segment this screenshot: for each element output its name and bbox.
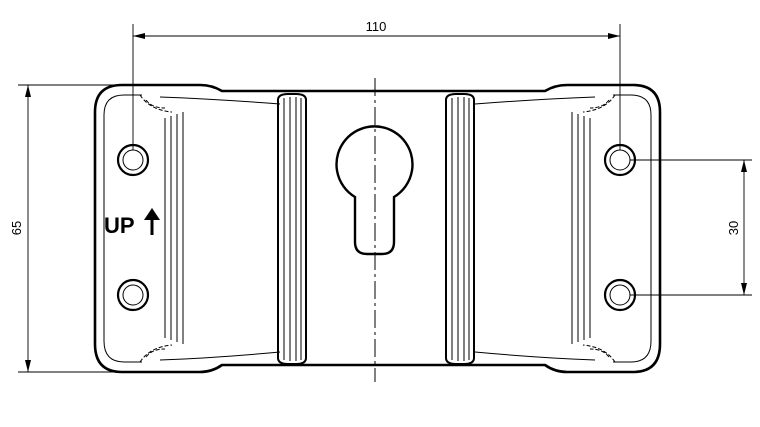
plate-outline (93, 83, 662, 374)
width-arrow-right (608, 33, 620, 39)
plate-outer-edge (93, 83, 662, 374)
left-corner-detail (139, 94, 173, 363)
cylinder-cutout-outline (335, 125, 414, 256)
left-channel-ridges (283, 97, 302, 361)
right-channel-ridges (451, 97, 470, 361)
hole-spacing-dimension: 30 (630, 159, 752, 296)
right-channel (445, 93, 475, 365)
spacing-arrow-top (741, 160, 747, 172)
width-dimension: 110 (132, 19, 621, 150)
plate-top-bevel (159, 96, 596, 361)
height-arrow-top (25, 85, 31, 97)
hole-spacing-label: 30 (726, 221, 741, 235)
width-dimension-label: 110 (366, 19, 387, 34)
up-label: UP (104, 213, 135, 238)
up-marking: UP (104, 208, 160, 238)
right-channel-outline (445, 93, 475, 365)
left-rib-group (139, 94, 184, 363)
up-arrow-icon (144, 208, 160, 235)
cylinder-cutout (335, 125, 414, 256)
plate-inner-edge (103, 94, 652, 363)
height-dimension-label: 65 (9, 221, 24, 235)
right-corner-detail (582, 94, 616, 363)
height-arrow-bottom (25, 360, 31, 372)
left-rib-lines (164, 112, 184, 344)
spacing-arrow-bottom (741, 283, 747, 295)
left-channel-outline (277, 93, 307, 365)
mounting-hole-bottom-left (116, 278, 150, 312)
right-rib-lines (571, 112, 591, 344)
left-channel (277, 93, 307, 365)
mounting-holes (116, 143, 637, 312)
width-arrow-left (133, 33, 145, 39)
height-dimension: 65 (9, 84, 120, 373)
right-rib-group (571, 94, 616, 363)
